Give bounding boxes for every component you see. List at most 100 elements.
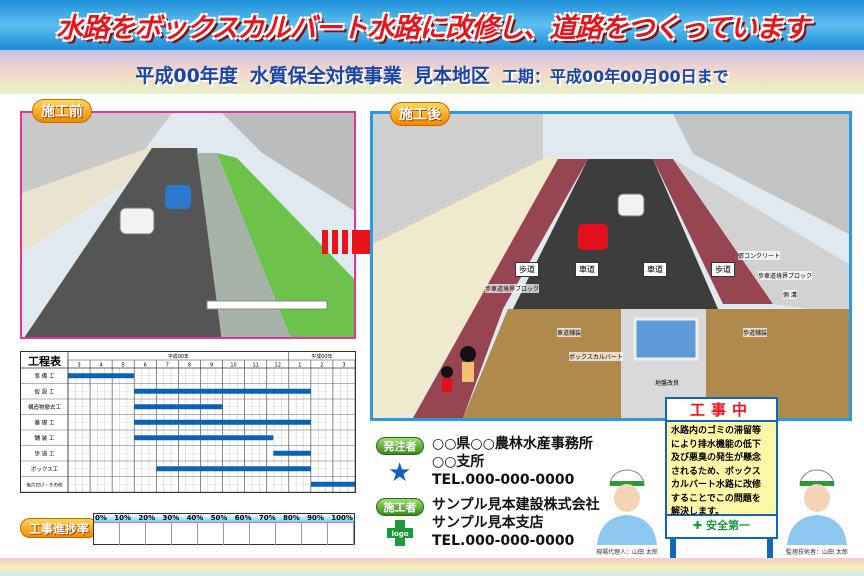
progress-tick: 0% — [95, 514, 107, 522]
progress-cells — [94, 523, 354, 545]
label-road-right: 車道 — [643, 262, 667, 277]
after-label: 施工後 — [390, 102, 450, 126]
before-label: 施工前 — [32, 99, 92, 123]
sign-line: 及び悪臭の発生が懸念 — [671, 453, 762, 463]
progress-cell — [328, 523, 354, 545]
month-label: 6 — [144, 363, 147, 369]
progress-tick: 80% — [283, 514, 300, 522]
cross-icon: ✚ — [692, 519, 703, 532]
year-label: 平成00年 — [168, 353, 189, 360]
task-bar — [273, 450, 311, 456]
label-sidewalk-right: 歩道 — [711, 262, 735, 277]
task-bar — [68, 373, 135, 379]
month-label: 9 — [210, 363, 213, 369]
progress-tick: 10% — [114, 514, 131, 522]
progress-ticks: 0%10%20%30%40%50%60%70%80%90%100% — [94, 514, 354, 523]
sign-line: 水路内のゴミの滞留等 — [671, 426, 762, 436]
note-sidewalk-paving: 歩道舗装 — [743, 328, 768, 337]
client-info: ○○県○○農林水産事務所 ○○支所 TEL.000-000-0000 — [432, 435, 593, 489]
logo-text: logo — [391, 530, 408, 538]
poster-title: 水路をボックスカルバート水路に改修し、道路をつくっています — [56, 13, 809, 44]
task-label: 歩 道 工 — [35, 449, 55, 457]
label-sidewalk-left: 歩道 — [515, 262, 539, 277]
task-bar — [134, 388, 311, 394]
year-label: 平成00年 — [311, 353, 332, 360]
contractor-branch: サンプル見本支店 — [432, 515, 544, 531]
note-box-culvert: ボックスカルバート — [569, 352, 623, 361]
task-label: 仮 設 工 — [35, 387, 55, 395]
progress-cell — [198, 523, 224, 545]
after-illustration: 歩道 車道 車道 歩道 歩車道境界ブロック 張コンクリート 歩車道境界ブロック … — [370, 111, 852, 421]
fiscal-year: 平成00年度 — [135, 65, 238, 87]
project-name: 水質保全対策事業 — [249, 65, 402, 87]
note-ditch: 側 溝 — [783, 290, 797, 299]
sign-post-right — [767, 539, 773, 571]
progress-tick: 50% — [210, 514, 228, 522]
contractor-name: サンプル見本建設株式会社 — [432, 497, 600, 513]
progress-cell — [146, 523, 172, 545]
star-icon: ★ — [388, 458, 412, 488]
task-label: 構造物撤去工 — [28, 403, 62, 411]
note-road-paving: 車道舗装 — [557, 328, 582, 337]
note-boundary-block-right: 歩車道境界ブロック — [758, 271, 813, 280]
month-label: 3 — [77, 363, 80, 369]
progress-cell — [172, 523, 198, 545]
sign-body: 水路内のゴミの滞留等により排水機能の低下及び悪臭の発生が懸念されるため、ボックス… — [667, 422, 776, 517]
month-label: 3 — [342, 363, 345, 369]
worker-left-illustration — [597, 469, 657, 545]
schedule-title: 工程表 — [28, 354, 62, 368]
construction-period: 工期：平成00年00月00日まで — [501, 67, 729, 86]
client-name: ○○県○○農林水産事務所 — [432, 436, 593, 452]
task-bar — [134, 435, 274, 441]
progress-label: 工事進捗率 — [20, 518, 99, 538]
chief-engineer-caption: 監理技術者：山田 太郎 — [786, 549, 848, 556]
progress-cell — [120, 523, 146, 545]
bottom-stripe — [0, 558, 864, 576]
progress-cell — [250, 523, 276, 545]
before-scene — [22, 113, 354, 337]
task-label: ボックス工 — [31, 465, 59, 473]
site-agent-caption: 現場代理人：山田 太郎 — [596, 549, 658, 556]
month-label: 5 — [122, 363, 125, 369]
note-ground-improvement: 地盤改良 — [655, 380, 680, 387]
month-label: 2 — [320, 363, 323, 369]
month-label: 4 — [100, 363, 103, 369]
task-label: 基 礎 工 — [35, 418, 55, 426]
progress-tick: 70% — [258, 514, 276, 522]
month-label: 12 — [275, 363, 281, 369]
client-badge: 発注者 — [376, 437, 424, 455]
note-concrete: 張コンクリート — [738, 251, 781, 260]
progress-cell — [276, 523, 302, 545]
before-illustration — [20, 111, 356, 339]
sign-heading: 工事中 — [667, 399, 776, 422]
client-tel: TEL.000-000-0000 — [432, 472, 575, 488]
project-info: 平成00年度水質保全対策事業見本地区工期：平成00年00月00日まで — [0, 61, 864, 88]
sign-line: カルバート水路に改修 — [671, 480, 762, 490]
note-boundary-block-left: 歩車道境界ブロック — [485, 284, 540, 293]
sign-post-left — [670, 539, 676, 571]
task-label: 後片付け・その他 — [27, 481, 63, 488]
sign-line: されるため、ボックス — [671, 466, 761, 477]
month-label: 8 — [188, 363, 191, 369]
header-band — [0, 0, 864, 50]
task-bar — [134, 419, 311, 425]
contractor-badge: 施工者 — [376, 498, 424, 516]
client-branch: ○○支所 — [432, 454, 485, 470]
month-label: 11 — [252, 363, 258, 369]
task-bar — [310, 481, 355, 487]
construction-sign: 工事中 水路内のゴミの滞留等により排水機能の低下及び悪臭の発生が懸念されるため、… — [665, 397, 778, 539]
worker-right-illustration — [787, 469, 847, 545]
progress-tick: 60% — [234, 514, 252, 522]
after-scene — [373, 114, 849, 418]
subheader-band — [0, 50, 864, 94]
progress-tick: 30% — [162, 514, 180, 522]
month-label: 10 — [230, 363, 236, 369]
safety-first: 安全第一 — [706, 519, 751, 532]
task-bar — [156, 466, 311, 472]
progress-tick: 40% — [186, 514, 204, 522]
progress-tick: 100% — [331, 514, 353, 522]
month-label: 7 — [166, 363, 169, 369]
task-bar — [134, 404, 223, 410]
